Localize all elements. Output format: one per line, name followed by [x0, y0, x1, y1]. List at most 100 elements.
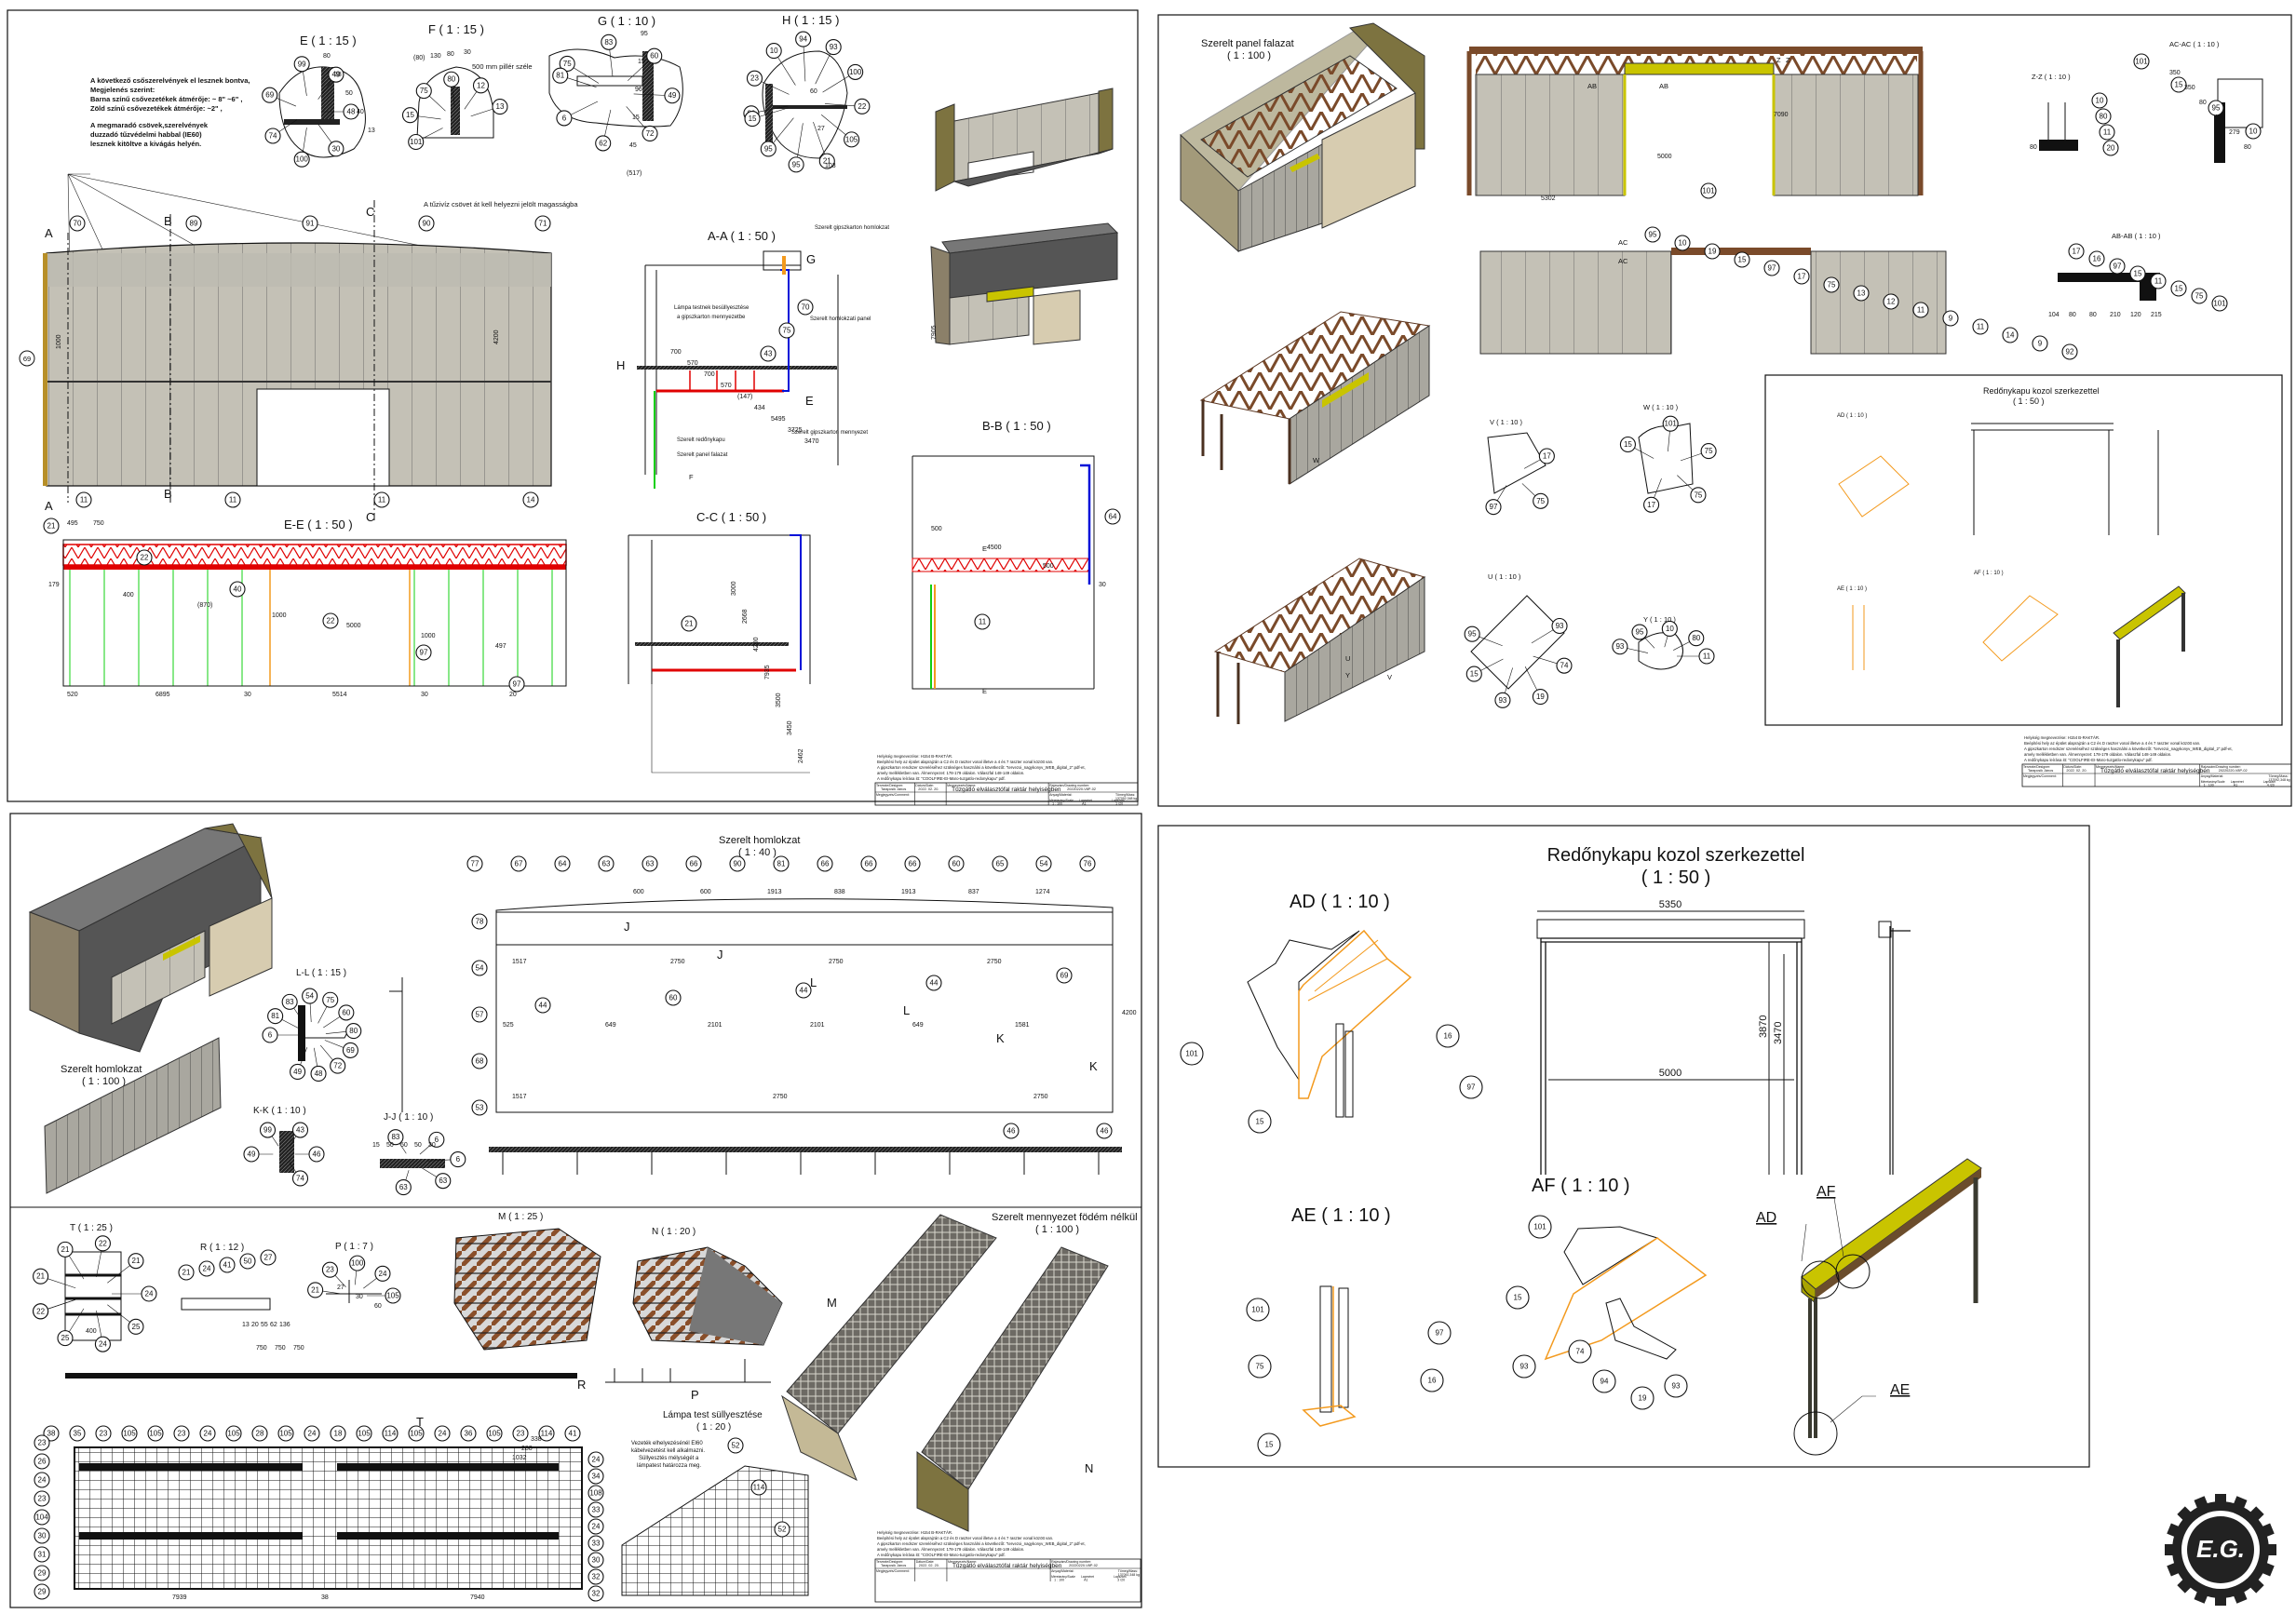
callout: 72	[642, 125, 658, 141]
label-facade-panel: Szerelt homlokzati panel	[810, 316, 871, 322]
callout-number: 17	[1798, 273, 1806, 281]
callout-bubble	[281, 993, 298, 1010]
callout: 66	[685, 855, 702, 872]
callout: 81	[773, 855, 790, 872]
facade-frames	[495, 911, 1114, 946]
callout-number: 71	[539, 220, 547, 228]
note-line: A következő csőszerelvények el lesznek b…	[90, 76, 250, 85]
title-block-mass: 137092,348 kg	[1115, 797, 1137, 800]
callout: 74	[1568, 1339, 1592, 1364]
view-title: Y ( 1 : 10 )	[1643, 615, 1676, 624]
columns	[1201, 400, 1291, 484]
callout: 105	[408, 1425, 425, 1442]
callout-number: 62	[599, 139, 607, 147]
dimension-value: 2750	[670, 959, 685, 965]
base-plate	[1302, 1405, 1357, 1427]
callout-bubble	[588, 1552, 604, 1568]
dimension-value: 210	[2110, 312, 2121, 318]
dimension-value: 1032	[512, 1455, 527, 1461]
title-block-format-label: Lapméret	[1079, 799, 1092, 802]
callout-bubble	[1630, 1386, 1654, 1410]
callout: 24	[304, 1425, 320, 1442]
callout-number: 100	[849, 68, 862, 76]
dimension-value: 38	[321, 1594, 329, 1601]
section-marker-c: C	[366, 510, 374, 524]
callout-bubble	[685, 855, 702, 872]
callout-bubble	[795, 982, 812, 999]
gear-tooth	[2167, 1561, 2181, 1577]
callout-bubble	[472, 77, 490, 94]
mini-ad-title: AD ( 1 : 10 )	[1837, 413, 1867, 419]
view-title: E-E ( 1 : 50 )	[284, 518, 353, 531]
callout: 30	[34, 1527, 50, 1544]
dimension-value: 13	[368, 128, 375, 134]
callout: 94	[795, 31, 812, 47]
mini-ad-detail	[1838, 455, 1910, 518]
callout-number: 48	[347, 108, 356, 116]
callout-number: 34	[592, 1473, 601, 1481]
callout: 14	[2002, 327, 2019, 343]
wall-section	[765, 84, 773, 149]
callout: 52	[727, 1437, 744, 1454]
callout-number: 10	[1679, 239, 1687, 248]
dimension-value: 96	[635, 87, 642, 93]
callout-number: 9	[2038, 340, 2043, 348]
callout: 72	[330, 1057, 346, 1074]
ceiling-section	[773, 105, 847, 109]
callout-bubble	[345, 1023, 362, 1040]
callout-number: 17	[1543, 452, 1551, 461]
callout-bubble	[401, 107, 419, 124]
callout-number: 54	[1040, 860, 1048, 868]
callout-bubble	[510, 855, 527, 872]
callout-bubble	[33, 1268, 49, 1284]
gypsum-ceiling	[635, 642, 789, 646]
callout-bubble	[34, 1527, 50, 1544]
section-marker-ab: AB	[1659, 82, 1668, 90]
callout: 11	[1698, 648, 1715, 665]
callout-bubble	[373, 491, 390, 508]
callout-bubble	[395, 1179, 412, 1196]
callout-number: 43	[764, 350, 773, 358]
callout-bubble	[2208, 100, 2224, 116]
callout: 70	[797, 299, 814, 316]
title-block-sheet-label: Lapszám	[2263, 780, 2276, 784]
callout: 101	[1700, 182, 1717, 199]
callout: 75	[1248, 1354, 1272, 1379]
callout: 10	[1674, 235, 1691, 251]
title-block-format: A1	[1084, 1579, 1087, 1582]
callout-bubble	[1459, 1075, 1483, 1099]
callout-bubble	[860, 855, 877, 872]
detail-marker-u: U	[1345, 654, 1350, 663]
dimension-value: 2750	[1033, 1094, 1048, 1100]
gear-tooth	[2167, 1523, 2181, 1539]
title-block-name: Tűzgátló elválasztófal raktár helyiségbe…	[952, 787, 1061, 793]
dimension-value: 4200	[753, 637, 760, 652]
callout-number: 60	[952, 860, 961, 868]
callout-bubble	[1664, 1374, 1688, 1398]
callout-bubble	[1538, 448, 1555, 464]
callout-bubble	[1464, 625, 1480, 642]
callout-bubble	[588, 1485, 604, 1501]
callout-bubble	[554, 855, 571, 872]
sheet-1: A következő csőszerelvények el lesznek b…	[7, 9, 1139, 806]
callout: 23	[746, 70, 763, 87]
callout-bubble	[1568, 1339, 1592, 1364]
render-3d-facade-front	[935, 87, 1114, 192]
callout-number: 29	[38, 1569, 47, 1578]
view-title: F ( 1 : 15 )	[428, 22, 484, 36]
dimension-value: 2750	[987, 959, 1002, 965]
dimension-value: 3450	[787, 720, 793, 735]
mini-iso-posts	[2116, 593, 2185, 707]
ceiling-section	[284, 119, 340, 125]
callout: 19	[1630, 1386, 1654, 1410]
callout-number: 13	[1857, 289, 1866, 298]
callout-number: 46	[1007, 1127, 1016, 1136]
callout: 16	[2088, 250, 2105, 267]
callout-bubble	[642, 855, 658, 872]
note-line: Barna színű csővezetékek átmérője: ~ 8" …	[90, 95, 242, 103]
